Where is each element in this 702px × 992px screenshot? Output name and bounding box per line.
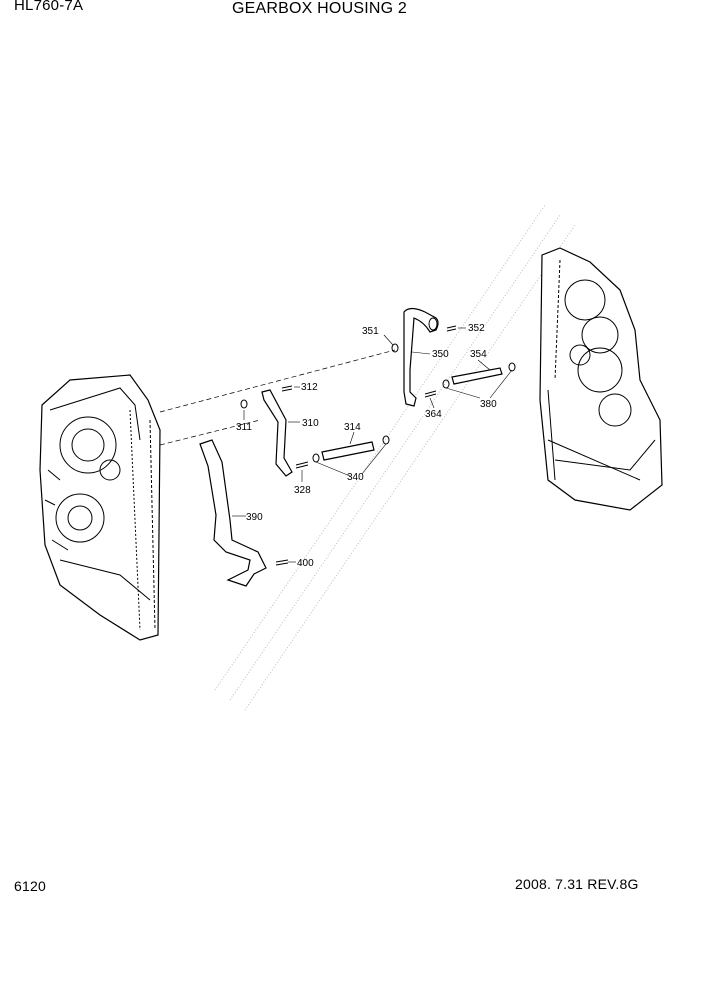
gearbox-housing-right-icon [539,247,663,511]
page-number: 6120 [14,878,46,894]
callout-390: 390 [246,512,263,523]
screw-icon [275,559,289,566]
o-ring-icon [391,343,399,353]
callout-400: 400 [297,558,314,569]
model-code: HL760-7A [14,0,84,14]
screw-icon [446,325,457,332]
watermark [214,204,576,711]
callout-314: 314 [344,422,361,433]
gearbox-housing-left-icon [39,374,161,641]
callout-350: 350 [432,349,449,360]
callout-312: 312 [301,382,318,393]
page-title: GEARBOX HOUSING 2 [232,0,407,17]
o-ring-icon [240,399,248,409]
callout-310: 310 [302,418,319,429]
hose-icon [199,439,267,587]
callout-328: 328 [294,485,311,496]
revision-date: 2008. 7.31 REV.8G [515,876,639,892]
callout-311: 311 [236,422,252,433]
screw-icon [295,461,309,469]
pipe-icon [261,389,293,477]
callout-354: 354 [470,349,487,360]
pipe-icon [321,441,375,461]
screw-icon [424,390,437,398]
pipe-icon [403,307,439,407]
pipe-icon [451,367,503,385]
screw-icon [281,385,293,392]
callout-380: 380 [480,399,497,410]
callout-351: 351 [362,326,379,337]
callout-340: 340 [347,472,364,483]
callout-352: 352 [468,323,485,334]
callout-364: 364 [425,409,442,420]
